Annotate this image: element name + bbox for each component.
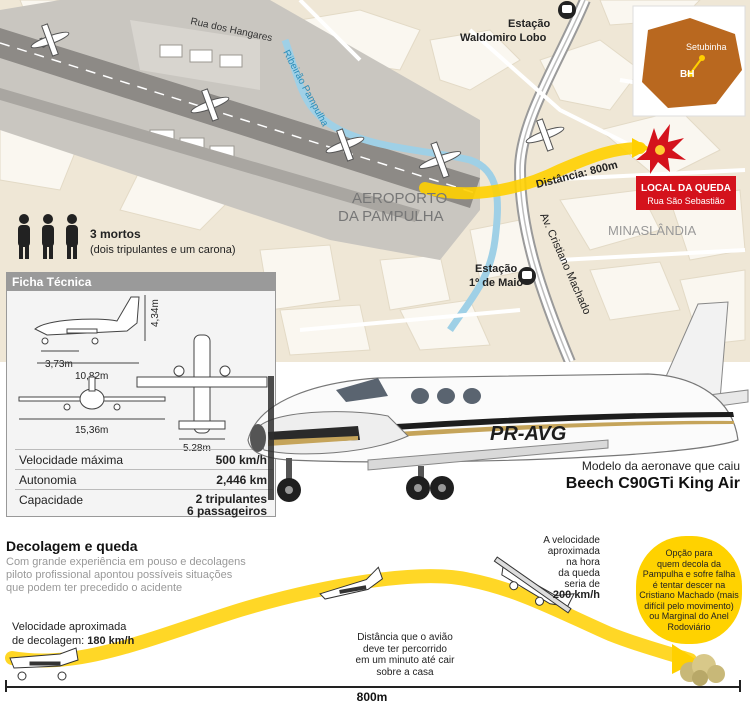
- spec-drawings: 4,34m 3,73m 10,82m 15,36m 5,28m: [18, 295, 268, 451]
- plane-icon: [325, 128, 365, 162]
- spec-header: Ficha Técnica: [7, 273, 275, 291]
- option-bubble: [636, 536, 742, 644]
- dim-wingspan: 15,36m: [75, 425, 108, 436]
- victims-count: 3 mortos: [90, 227, 141, 241]
- fall-speed-note: A velocidade aproximada na hora da queda…: [543, 535, 600, 601]
- takeoff-speed-note: Velocidade aproximada de decolagem: 180 …: [12, 621, 135, 647]
- plane-icon: [418, 141, 462, 179]
- inset-city1: Setubinha: [686, 42, 727, 52]
- dim-height: 4,34m: [150, 299, 161, 327]
- spec-row-speed: Velocidade máxima 500 km/h: [15, 449, 273, 470]
- dim-wheelbase: 3,73m: [45, 359, 73, 370]
- airport-label-line2: DA PAMPULHA: [338, 208, 444, 225]
- crash-burst-icon: [636, 124, 686, 174]
- train-station-icon: [518, 267, 536, 285]
- total-distance: 800m: [357, 690, 388, 704]
- station-maio-line1: Estação: [475, 263, 517, 275]
- station-waldomiro-line2: Waldomiro Lobo: [460, 32, 547, 44]
- distance-note: Distância que o avião deve ter percorrid…: [355, 632, 455, 678]
- aircraft-illustration: PR-AVG: [247, 301, 749, 502]
- takeoff-diagram: 800m: [5, 556, 741, 704]
- takeoff-title: Decolagem e queda: [6, 538, 138, 554]
- airport-label-line1: AEROPORTO: [352, 190, 447, 207]
- crash-label-line2: Rua São Sebastião: [647, 196, 725, 206]
- crash-label-line1: LOCAL DA QUEDA: [641, 183, 731, 194]
- inset-city2: BH: [680, 69, 694, 80]
- aircraft-registration: PR-AVG: [490, 423, 566, 445]
- aircraft-caption-line1: Modelo da aeronave que caiu: [581, 459, 740, 473]
- dim-tail: 5,28m: [183, 443, 211, 451]
- area-map: Rua dos Hangares Ribeirão Pampulha AEROP…: [0, 0, 750, 362]
- victims-silhouette-icon: [18, 214, 78, 259]
- victims-detail: (dois tripulantes e um carona): [90, 244, 236, 256]
- crash-smoke-icon: [680, 654, 725, 686]
- crash-label-box: [636, 176, 736, 210]
- inset-map: Setubinha BH: [632, 5, 746, 117]
- plane-climb-icon: [319, 566, 384, 600]
- plane-icon: [525, 118, 565, 152]
- option-note: Opção para quem decola da Pampulha e sof…: [639, 548, 739, 632]
- takeoff-intro: Com grande experiência em pouso e decola…: [6, 556, 246, 594]
- plane-icon: [190, 88, 230, 122]
- plane-icon: [30, 23, 70, 57]
- plane-taxi-icon: [9, 647, 79, 681]
- aircraft-caption-line2: Beech C90GTi King Air: [565, 475, 740, 492]
- spec-row-range: Autonomia 2,446 km: [15, 469, 273, 490]
- neighborhood-label: MINASLÂNDIA: [608, 223, 696, 238]
- train-station-icon: [558, 1, 576, 19]
- spec-sheet: Ficha Técnica 4,34m 3,73m 10,82m 15,36: [6, 272, 276, 517]
- plane-falling-icon: [493, 556, 575, 614]
- station-waldomiro-line1: Estação: [508, 18, 550, 30]
- station-maio-line2: 1º de Maio: [469, 277, 523, 289]
